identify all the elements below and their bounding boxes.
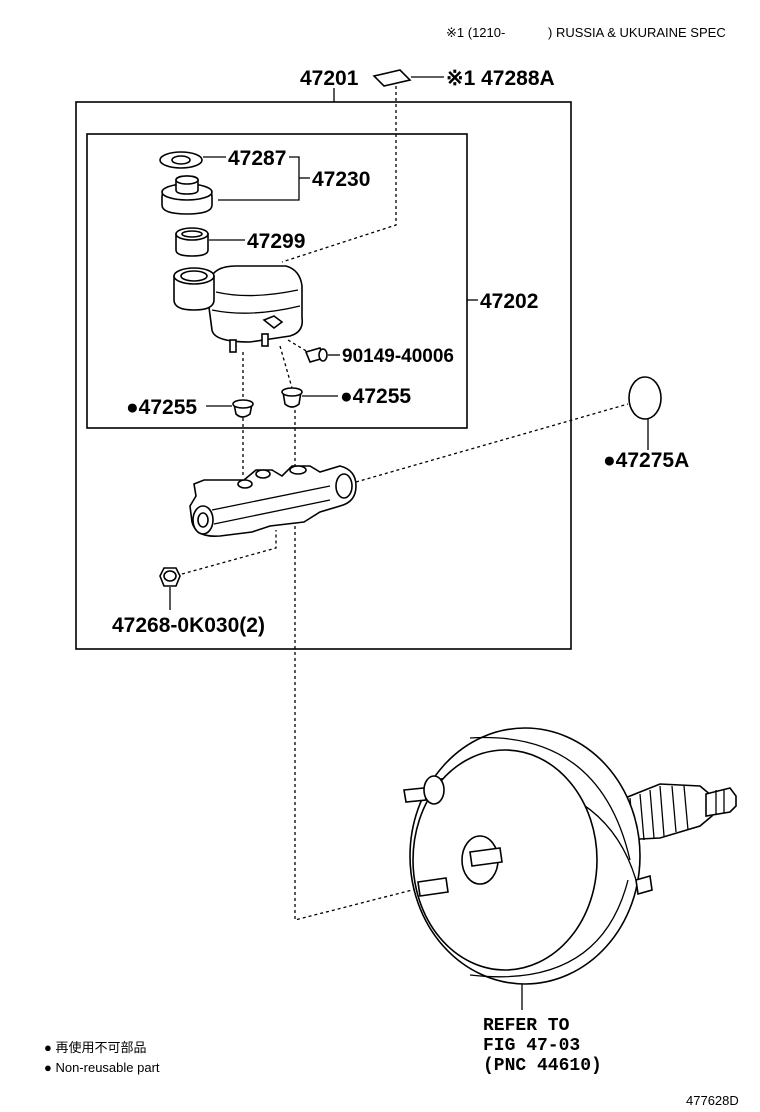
- dash-47288a: [281, 86, 397, 263]
- callout-47288a: ※1 47288A: [446, 67, 555, 90]
- strainer-47299: [175, 227, 209, 257]
- grommet-47255-left: [232, 399, 254, 418]
- callout-47299: 47299: [247, 230, 305, 253]
- assembly-box-47201: [75, 101, 572, 650]
- callout-90149-40006: 90149-40006: [342, 346, 454, 367]
- legend-en: ● Non-reusable part: [44, 1060, 160, 1075]
- callout-47201: 47201: [300, 67, 359, 90]
- refer-to-line2: FIG 47-03: [483, 1036, 580, 1056]
- refer-to-line3: (PNC 44610): [483, 1056, 602, 1076]
- grommet-47255-right: [281, 387, 303, 408]
- brake-booster: [403, 727, 737, 985]
- cap-47230: [161, 175, 213, 215]
- callout-47268-0k030: 47268-0K030(2): [112, 614, 265, 637]
- ring-47287: [159, 151, 203, 169]
- callout-47275a: ●47275A: [603, 449, 689, 472]
- diagram-id: 477628D: [686, 1093, 739, 1108]
- reservoir-tank: [173, 265, 304, 353]
- spec-note-prefix: ※1 (1210-: [446, 25, 505, 40]
- dash-right-upper: [279, 345, 293, 389]
- screw-90149-40006: [304, 347, 328, 363]
- callout-47255-left: ●47255: [126, 396, 197, 419]
- dash-47275a: [355, 403, 629, 483]
- callout-47230: 47230: [312, 168, 370, 191]
- label-plate-47288a: [372, 69, 412, 87]
- reservoir-box-47202: [86, 133, 468, 429]
- dash-to-booster: [294, 526, 421, 921]
- master-cylinder-body: [189, 465, 357, 538]
- callout-47255-right: ●47255: [340, 385, 411, 408]
- seal-47275a: [628, 376, 662, 420]
- dash-47268: [181, 530, 277, 575]
- bolt-47268-0k030: [159, 567, 181, 587]
- legend-jp: ● 再使用不可部品: [44, 1040, 146, 1055]
- callout-47287: 47287: [228, 147, 286, 170]
- callout-47202: 47202: [480, 290, 538, 313]
- spec-note-suffix: ) RUSSIA & UKURAINE SPEC: [548, 25, 726, 40]
- refer-to-line1: REFER TO: [483, 1016, 570, 1036]
- dash-screw: [287, 339, 309, 353]
